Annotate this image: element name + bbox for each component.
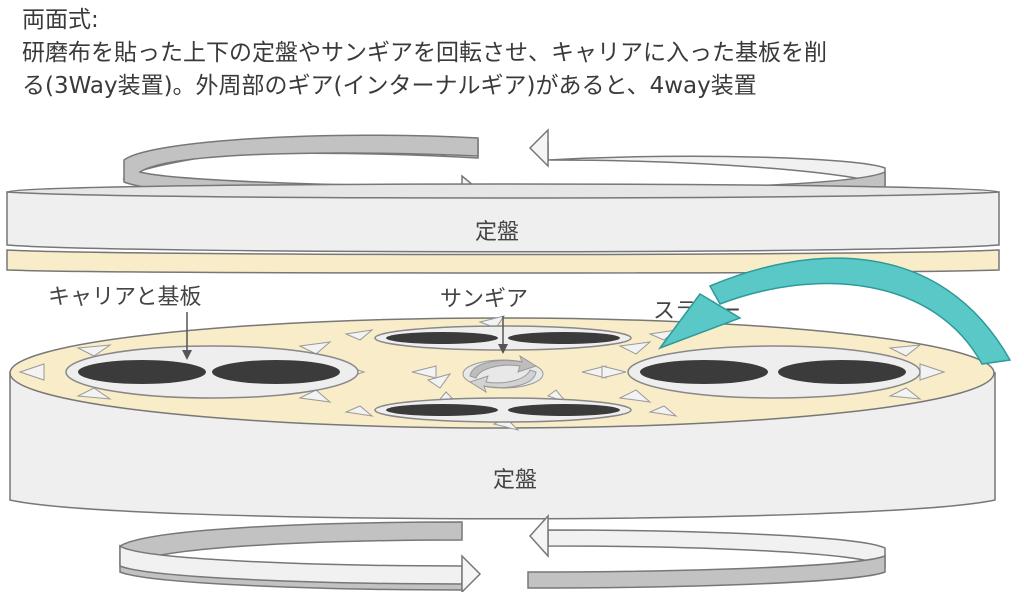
- wafer: [386, 404, 498, 416]
- wafer: [640, 360, 768, 384]
- upper-plate: 定盤: [6, 183, 1000, 274]
- wafer: [386, 332, 498, 344]
- wafer: [508, 404, 620, 416]
- wafer: [212, 360, 340, 384]
- carrier-pointer: [182, 312, 192, 360]
- wafer: [778, 360, 906, 384]
- caption: 両面式: 研磨布を貼った上下の定盤やサンギアを回転させ、キャリアに入った基板を削…: [22, 4, 1012, 103]
- caption-line-1: 両面式:: [22, 7, 99, 33]
- carrier-label: キャリアと基板: [48, 285, 202, 310]
- carrier-right: [627, 345, 921, 399]
- upper-plate-label: 定盤: [475, 220, 519, 245]
- slurry-arrow: [657, 257, 1012, 365]
- sun-gear-label: サンギア: [440, 287, 528, 312]
- lower-plate-label: 定盤: [493, 468, 537, 493]
- sun-gear-pointer: [498, 316, 508, 354]
- wafer: [508, 332, 620, 344]
- wafer: [78, 360, 206, 384]
- caption-line-2: 研磨布を貼った上下の定盤やサンギアを回転させ、キャリアに入った基板を削: [22, 40, 827, 66]
- caption-line-3: る(3Way装置)。外周部のギア(インターナルギア)があると、4way装置: [22, 73, 757, 99]
- carrier-bottom: [374, 397, 632, 423]
- sun-gear: [462, 354, 544, 394]
- lower-rotation-arrow: [119, 514, 886, 592]
- carrier-left: [65, 345, 359, 399]
